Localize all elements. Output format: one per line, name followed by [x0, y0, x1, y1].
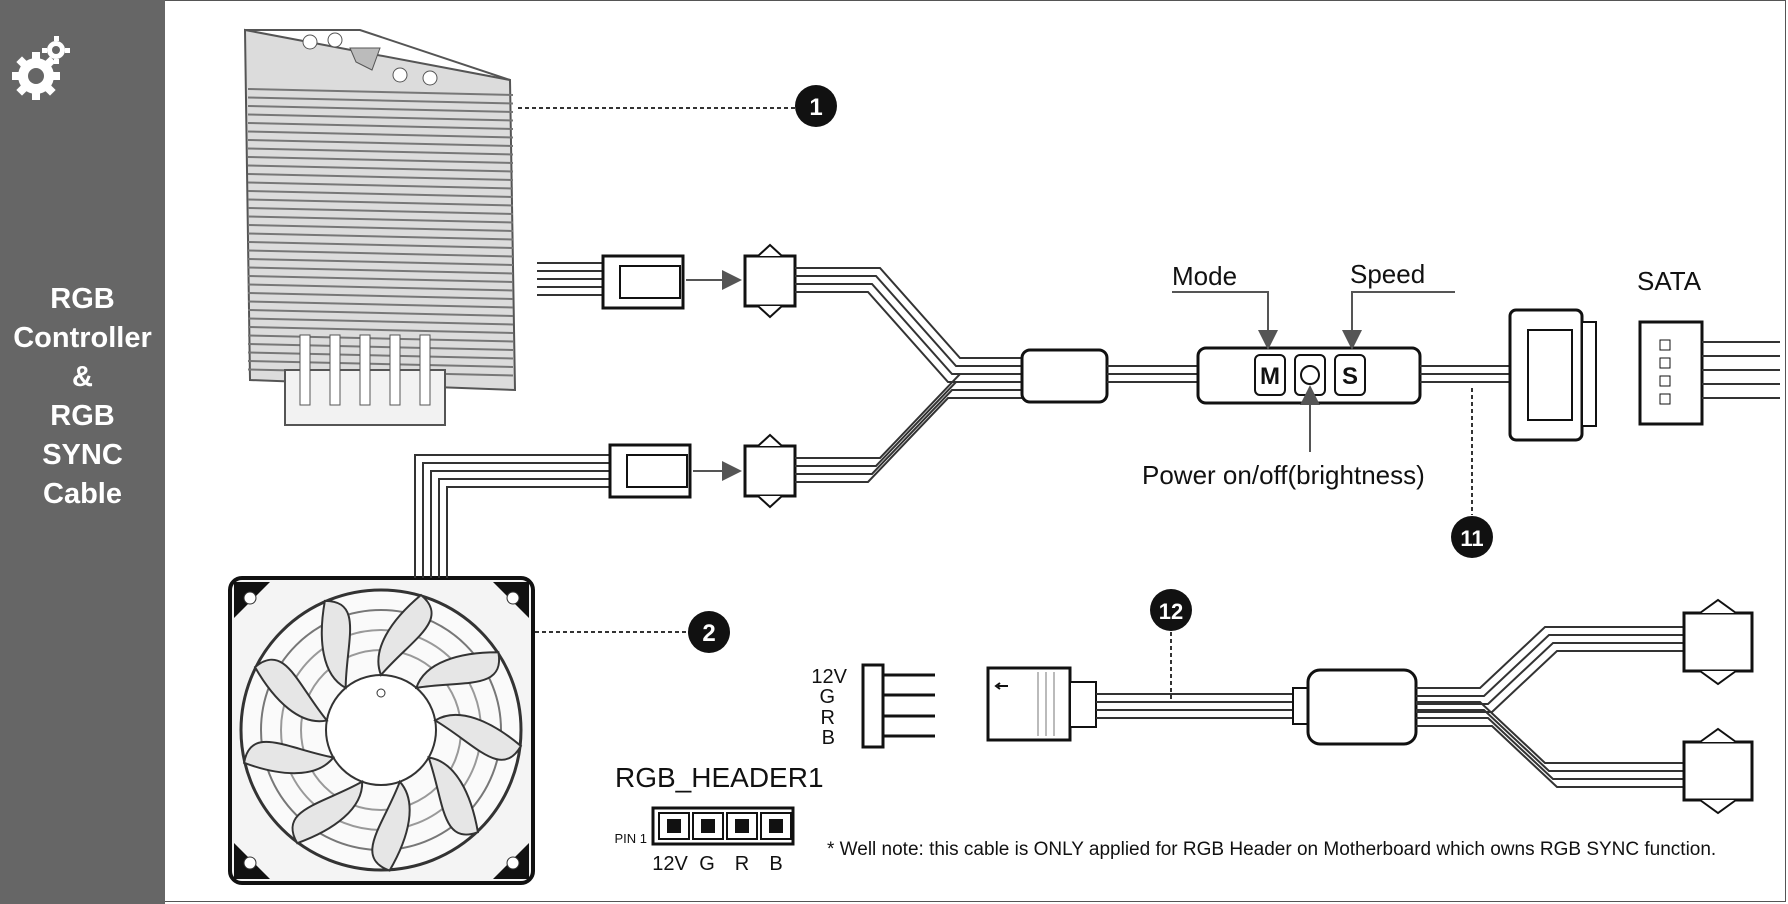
pin-label-b: B: [822, 727, 835, 749]
fan-connector: [608, 443, 692, 499]
psu-sata-plug: [1638, 320, 1780, 426]
callout-1: [795, 85, 837, 127]
gears-icon: [12, 36, 70, 100]
sidebar-title-line: RGB: [50, 283, 115, 315]
cpu-cooler: [243, 28, 517, 426]
mode-label: Mode: [1172, 261, 1237, 291]
sata-connector: [1508, 308, 1597, 442]
speed-label: Speed: [1350, 259, 1425, 289]
splitter-female-top: [743, 243, 797, 319]
mode-button[interactable]: M: [1254, 354, 1286, 396]
speed-button-label: S: [1342, 363, 1358, 390]
sidebar-title-line: RGB: [50, 400, 115, 432]
callout-2-number: 2: [702, 620, 715, 647]
callout-11: [1451, 516, 1493, 558]
power-label: Power on/off(brightness): [1142, 460, 1425, 490]
callout-12-number: 12: [1159, 599, 1183, 624]
sata-side-cable: [1420, 365, 1512, 383]
sidebar: RGB Controller & RGB SYNC Cable: [0, 0, 165, 904]
sidebar-title-line: Controller: [13, 322, 152, 354]
callout-12: [1150, 589, 1192, 631]
header-name-label: RGB_HEADER1: [615, 762, 824, 793]
callout-11-number: 11: [1460, 526, 1483, 551]
sidebar-title-line: SYNC: [42, 439, 123, 471]
top-pin-label-r: R: [735, 853, 749, 875]
wiring-diagram: M S Mode Speed Power on/off(brightness) …: [228, 28, 1780, 885]
pin-label-g: G: [819, 686, 835, 708]
top-pin-label-12v: 12V: [652, 853, 688, 875]
pin-label-12v: 12V: [811, 666, 847, 688]
sync-splitter-cable: [1416, 626, 1686, 788]
mode-leader: [1172, 291, 1278, 350]
rgb-header-side-view: [861, 663, 935, 749]
speed-leader: [1342, 291, 1455, 350]
callout-1-number: 1: [809, 94, 822, 121]
fan-cable: [414, 454, 615, 578]
top-pin-label-b: B: [769, 853, 782, 875]
pin1-label: PIN 1: [614, 831, 647, 846]
sync-ferrite-bead: [1306, 668, 1418, 746]
footnote: * Well note: this cable is ONLY applied …: [827, 839, 1716, 860]
sata-label: SATA: [1637, 266, 1702, 296]
ferrite-bead: [1020, 348, 1109, 404]
sync-cable: [1096, 693, 1298, 719]
pin-label-r: R: [821, 707, 835, 729]
splitter-cable: [795, 267, 1025, 483]
callout-2: [688, 611, 730, 653]
cooler-cable: [537, 262, 605, 296]
sidebar-title: RGB Controller & RGB SYNC Cable: [0, 280, 165, 514]
sidebar-title-line: Cable: [43, 478, 122, 510]
splitter-female-bottom: [743, 433, 797, 509]
rgb-header-top-view: [651, 806, 795, 846]
mode-button-label: M: [1260, 363, 1280, 390]
sync-female-top: [1682, 598, 1754, 686]
controller-cable: [1107, 365, 1200, 383]
sync-cable-header-plug: [986, 666, 1097, 742]
sidebar-title-line: &: [72, 361, 93, 393]
cooler-connector: [601, 254, 685, 310]
sync-female-bottom: [1682, 727, 1754, 815]
top-pin-label-g: G: [699, 853, 715, 875]
case-fan: [228, 576, 535, 885]
speed-button[interactable]: S: [1334, 354, 1366, 396]
